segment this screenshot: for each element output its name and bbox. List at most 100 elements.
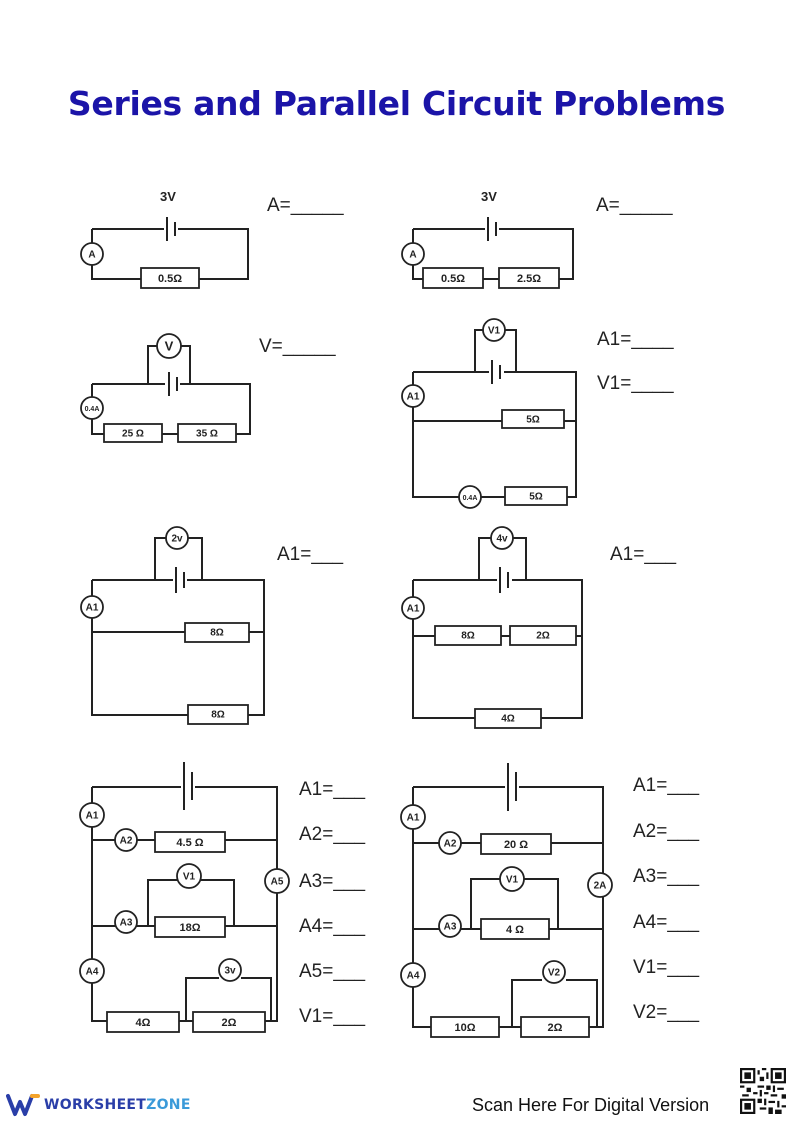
answer-line: V1=____ xyxy=(597,373,674,394)
resistor xyxy=(434,625,502,646)
answer-line: A=_____ xyxy=(267,195,344,216)
ammeter-label: 0.4A xyxy=(463,495,478,502)
circuit-6: 4v A1 8Ω 2Ω 4Ω A1=___ xyxy=(401,526,676,729)
resistor-label: 4Ω xyxy=(501,714,515,725)
qr-code-icon[interactable] xyxy=(740,1068,786,1114)
circuit-8: A1 A2 20 Ω V1 A3 4 Ω 2A A4 V2 10Ω 2Ω A1=… xyxy=(400,763,699,1038)
ammeter-icon xyxy=(114,910,138,934)
battery-label: 3V xyxy=(481,189,497,204)
resistor-label: 10Ω xyxy=(454,1022,475,1034)
ammeter-label: A4 xyxy=(86,967,99,978)
answer-line: A1=___ xyxy=(610,544,676,565)
voltmeter-icon xyxy=(482,318,506,342)
voltmeter-label: 4v xyxy=(496,534,508,545)
ammeter-label: 0.4A xyxy=(85,406,100,413)
voltmeter-icon xyxy=(218,958,242,982)
ammeter-icon xyxy=(79,802,105,828)
circuit-2: 3V A 0.5Ω 2.5Ω A=_____ xyxy=(401,189,673,289)
resistor xyxy=(187,704,249,725)
answer-line: A5=___ xyxy=(299,961,365,982)
answer-line: A4=___ xyxy=(633,912,699,933)
ammeter-label: A1 xyxy=(86,811,99,822)
resistor-label: 35 Ω xyxy=(196,429,218,440)
resistor-label: 8Ω xyxy=(211,710,225,721)
ammeter-icon xyxy=(401,242,425,266)
resistor-label: 2Ω xyxy=(222,1017,237,1029)
resistor-label: 5Ω xyxy=(526,415,540,426)
answer-line: V=_____ xyxy=(259,336,336,357)
resistor xyxy=(498,267,560,289)
ammeter-label: A2 xyxy=(444,839,457,850)
answer-line: A3=___ xyxy=(299,871,365,892)
resistor xyxy=(509,625,577,646)
resistor xyxy=(520,1016,590,1038)
ammeter-icon xyxy=(400,962,426,988)
resistor xyxy=(103,423,163,443)
resistor xyxy=(480,918,550,940)
circuit-3: V 0.4A 25 Ω 35 Ω V=_____ xyxy=(80,333,336,443)
circuit-1: 3V A 0.5Ω A=_____ xyxy=(80,189,344,289)
resistor xyxy=(192,1011,266,1033)
answer-line: A4=___ xyxy=(299,916,365,937)
answer-line: A1=____ xyxy=(597,329,674,350)
ammeter-label: A3 xyxy=(120,918,133,929)
page-title: Series and Parallel Circuit Problems xyxy=(67,84,726,123)
voltmeter-label: 3v xyxy=(224,966,236,977)
answer-line: V1=___ xyxy=(299,1006,365,1027)
answer-line: A1=___ xyxy=(633,775,699,796)
resistor xyxy=(504,486,568,506)
voltmeter-icon xyxy=(176,863,202,889)
resistor xyxy=(154,831,226,853)
resistor-label: 2Ω xyxy=(536,631,550,642)
ammeter-icon xyxy=(438,831,462,855)
resistor xyxy=(140,267,200,289)
ammeter-label: A4 xyxy=(407,971,420,982)
ammeter-label: 2A xyxy=(594,881,607,892)
resistor xyxy=(177,423,237,443)
resistor-label: 5Ω xyxy=(529,492,543,503)
resistor xyxy=(106,1011,180,1033)
answer-line: A2=___ xyxy=(633,821,699,842)
ammeter-label: A xyxy=(409,250,416,261)
voltmeter-icon xyxy=(490,526,514,550)
ammeter-label: A1 xyxy=(407,392,420,403)
logo-mark-icon xyxy=(6,1094,40,1116)
resistor-label: 0.5Ω xyxy=(158,273,182,285)
logo-text-worksheet: WORKSHEET xyxy=(44,1097,147,1113)
resistor-label: 25 Ω xyxy=(122,429,144,440)
scan-instruction: Scan Here For Digital Version xyxy=(472,1095,710,1115)
answer-line: A=_____ xyxy=(596,195,673,216)
ammeter-icon xyxy=(587,872,613,898)
ammeter-label: A xyxy=(88,250,95,261)
ammeter-icon xyxy=(438,914,462,938)
resistor xyxy=(422,267,484,289)
ammeter-icon xyxy=(80,396,104,420)
ammeter-label: A1 xyxy=(86,603,99,614)
ammeter-label: A2 xyxy=(120,836,133,847)
circuit-5: 2v A1 8Ω 8Ω A1=___ xyxy=(80,526,343,725)
voltmeter-label: V xyxy=(165,338,174,353)
resistor xyxy=(184,622,250,643)
circuit-7: A1 A2 4.5 Ω V1 A3 18Ω A5 A4 3v 4Ω 2Ω A1=… xyxy=(79,762,365,1033)
resistor-label: 4Ω xyxy=(136,1017,151,1029)
worksheetzone-logo[interactable]: WORKSHEETZONE xyxy=(6,1092,191,1118)
resistor-label: 18Ω xyxy=(179,922,200,934)
circuit-4: V1 A1 5Ω 0.4A 5Ω A1=____ V1=____ xyxy=(401,318,674,509)
ammeter-icon xyxy=(80,242,104,266)
voltmeter-label: V1 xyxy=(183,872,196,883)
voltmeter-icon xyxy=(499,866,525,892)
ammeter-icon xyxy=(264,868,290,894)
voltmeter-label: V1 xyxy=(506,875,519,886)
voltmeter-icon xyxy=(165,526,189,550)
voltmeter-icon xyxy=(156,333,182,359)
voltmeter-label: 2v xyxy=(171,534,183,545)
resistor-label: 20 Ω xyxy=(504,839,528,851)
logo-text-zone: ZONE xyxy=(146,1097,191,1113)
ammeter-icon xyxy=(458,485,482,509)
ammeter-label: A1 xyxy=(407,604,420,615)
voltmeter-label: V1 xyxy=(488,326,501,337)
resistor xyxy=(154,916,226,938)
resistor xyxy=(501,409,565,429)
resistor-label: 8Ω xyxy=(461,631,475,642)
